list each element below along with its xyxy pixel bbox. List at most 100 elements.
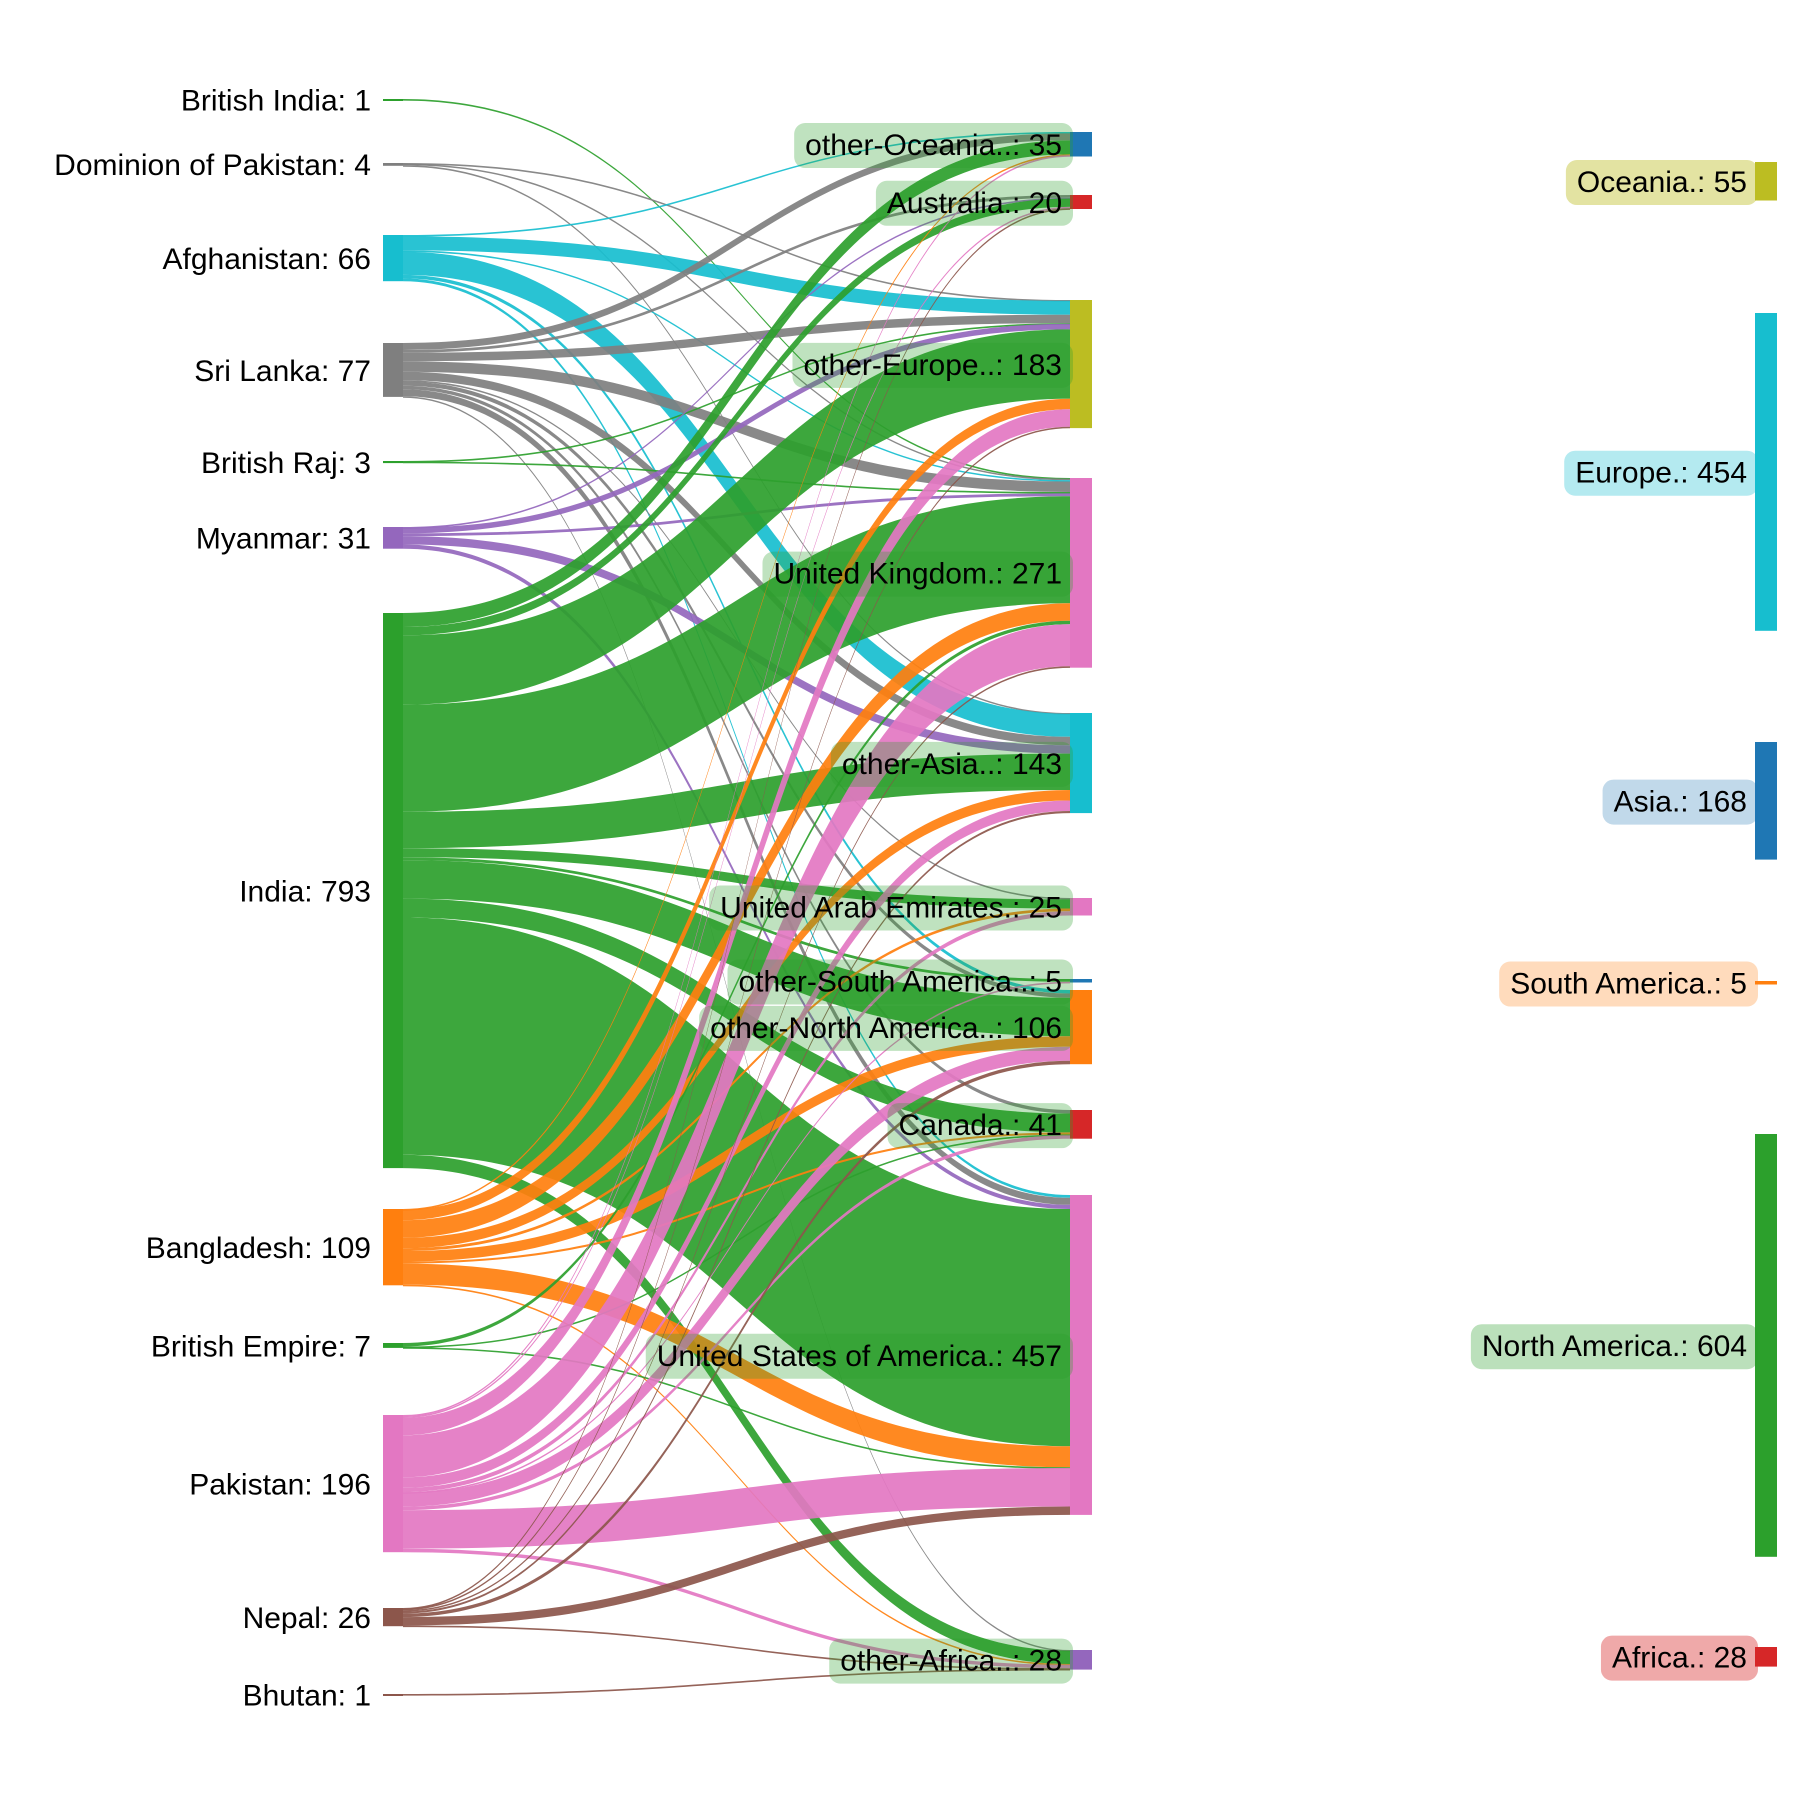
node-label-text-nepal: Nepal: 26 bbox=[243, 1602, 371, 1635]
link-pakistan-to-other-north-america[interactable] bbox=[403, 1046, 1070, 1507]
node-europe[interactable] bbox=[1755, 313, 1777, 631]
link-british-empire-to-canada[interactable] bbox=[403, 1134, 1070, 1349]
node-label-text-united-arab-emirates: United Arab Emirates.: 25 bbox=[720, 892, 1062, 925]
link-india-to-other-africa[interactable] bbox=[403, 1154, 1070, 1664]
link-bangladesh-to-other-oceania[interactable] bbox=[403, 154, 1070, 1211]
link-pakistan-to-other-oceania[interactable] bbox=[403, 155, 1070, 1417]
link-nepal-to-other-north-america[interactable] bbox=[403, 1060, 1070, 1618]
node-label-north-america: North America.: 604 bbox=[1470, 1324, 1758, 1370]
node-africa[interactable] bbox=[1755, 1647, 1777, 1667]
node-label-other-europe: other-Europe..: 183 bbox=[792, 342, 1073, 388]
link-nepal-to-other-asia[interactable] bbox=[403, 811, 1070, 1614]
node-other-south-america[interactable] bbox=[1070, 979, 1092, 983]
node-label-south-america: South America.: 5 bbox=[1499, 961, 1758, 1007]
node-other-north-america[interactable] bbox=[1070, 990, 1092, 1065]
node-label-bg-north-america bbox=[1470, 1324, 1758, 1370]
node-sri-lanka[interactable] bbox=[383, 343, 403, 397]
link-pakistan-to-canada[interactable] bbox=[403, 1135, 1070, 1511]
node-united-arab-emirates[interactable] bbox=[1070, 898, 1092, 916]
node-bhutan[interactable] bbox=[383, 1694, 403, 1696]
link-india-to-united-kingdom[interactable] bbox=[403, 496, 1070, 812]
link-british-empire-to-united-kingdom[interactable] bbox=[403, 620, 1070, 1347]
link-bhutan-to-other-africa[interactable] bbox=[403, 1668, 1070, 1696]
link-afghanistan-to-united-kingdom[interactable] bbox=[403, 250, 1070, 482]
link-pakistan-to-other-asia[interactable] bbox=[403, 800, 1070, 1488]
node-label-british-raj: British Raj: 3 bbox=[201, 447, 371, 480]
link-british-india-to-united-kingdom[interactable] bbox=[403, 99, 1070, 480]
node-label-bg-canada bbox=[887, 1103, 1073, 1149]
node-label-bg-south-america bbox=[1499, 961, 1758, 1007]
link-bangladesh-to-united-states-of-america[interactable] bbox=[403, 1263, 1070, 1468]
node-myanmar[interactable] bbox=[383, 527, 403, 549]
node-label-text-myanmar: Myanmar: 31 bbox=[196, 523, 371, 556]
node-label-text-united-states-of-america: United States of America.: 457 bbox=[657, 1340, 1062, 1373]
node-british-raj[interactable] bbox=[383, 461, 403, 464]
link-dominion-of-pakistan-to-united-kingdom[interactable] bbox=[403, 163, 1070, 481]
link-nepal-to-other-africa[interactable] bbox=[403, 1625, 1070, 1670]
node-label-text-north-america: North America.: 604 bbox=[1482, 1330, 1747, 1363]
node-label-bg-united-arab-emirates bbox=[709, 885, 1073, 931]
node-south-america[interactable] bbox=[1755, 981, 1777, 985]
node-nepal[interactable] bbox=[383, 1608, 403, 1627]
node-other-asia[interactable] bbox=[1070, 713, 1092, 814]
link-myanmar-to-australia[interactable] bbox=[403, 197, 1070, 529]
link-afghanistan-to-other-europe[interactable] bbox=[403, 236, 1070, 315]
link-dominion-of-pakistan-to-other-europe[interactable] bbox=[403, 163, 1070, 302]
node-label-text-british-india: British India: 1 bbox=[181, 85, 371, 118]
link-british-empire-to-united-states-of-america[interactable] bbox=[403, 1347, 1070, 1469]
link-nepal-to-other-europe[interactable] bbox=[403, 426, 1070, 1611]
node-australia[interactable] bbox=[1070, 195, 1092, 209]
node-united-kingdom[interactable] bbox=[1070, 478, 1092, 668]
link-pakistan-to-australia[interactable] bbox=[403, 206, 1070, 1418]
node-canada[interactable] bbox=[1070, 1110, 1092, 1139]
link-india-to-united-states-of-america[interactable] bbox=[403, 917, 1070, 1447]
node-british-empire[interactable] bbox=[383, 1343, 403, 1348]
node-other-africa[interactable] bbox=[1070, 1650, 1092, 1670]
link-pakistan-to-other-africa[interactable] bbox=[403, 1548, 1070, 1669]
link-pakistan-to-other-europe[interactable] bbox=[403, 409, 1070, 1436]
node-label-bg-europe bbox=[1564, 450, 1758, 496]
node-bangladesh[interactable] bbox=[383, 1209, 403, 1286]
link-myanmar-to-other-europe[interactable] bbox=[403, 323, 1070, 534]
node-oceania[interactable] bbox=[1755, 162, 1777, 201]
node-label-text-bangladesh: Bangladesh: 109 bbox=[146, 1232, 371, 1265]
node-united-states-of-america[interactable] bbox=[1070, 1195, 1092, 1515]
node-british-india[interactable] bbox=[383, 99, 403, 101]
node-other-europe[interactable] bbox=[1070, 300, 1092, 429]
link-bangladesh-to-other-europe[interactable] bbox=[403, 398, 1070, 1221]
link-india-to-other-oceania[interactable] bbox=[403, 140, 1070, 627]
link-british-raj-to-united-kingdom[interactable] bbox=[403, 461, 1070, 494]
link-india-to-united-arab-emirates[interactable] bbox=[403, 848, 1070, 909]
link-nepal-to-australia[interactable] bbox=[403, 208, 1070, 1610]
link-india-to-australia[interactable] bbox=[403, 198, 1070, 636]
link-india-to-other-asia[interactable] bbox=[403, 753, 1070, 849]
node-asia[interactable] bbox=[1755, 742, 1777, 860]
link-pakistan-to-other-south-america[interactable] bbox=[403, 981, 1070, 1494]
link-india-to-other-north-america[interactable] bbox=[403, 860, 1070, 1037]
node-north-america[interactable] bbox=[1755, 1134, 1777, 1557]
link-bangladesh-to-united-arab-emirates[interactable] bbox=[403, 908, 1070, 1252]
node-label-british-empire: British Empire: 7 bbox=[151, 1330, 371, 1363]
link-british-raj-to-other-europe[interactable] bbox=[403, 323, 1070, 463]
link-bangladesh-to-other-africa[interactable] bbox=[403, 1284, 1070, 1666]
node-other-oceania[interactable] bbox=[1070, 132, 1092, 157]
link-nepal-to-united-kingdom[interactable] bbox=[403, 666, 1070, 1612]
link-nepal-to-united-states-of-america[interactable] bbox=[403, 1506, 1070, 1626]
link-dominion-of-pakistan-to-other-asia[interactable] bbox=[403, 165, 1070, 715]
link-sri-lanka-to-australia[interactable] bbox=[403, 195, 1070, 353]
node-india[interactable] bbox=[383, 613, 403, 1169]
link-sri-lanka-to-other-europe[interactable] bbox=[403, 314, 1070, 362]
node-label-bg-other-europe bbox=[792, 342, 1073, 388]
link-sri-lanka-to-other-oceania[interactable] bbox=[403, 133, 1070, 350]
link-sri-lanka-to-other-asia[interactable] bbox=[403, 371, 1070, 746]
link-india-to-other-europe[interactable] bbox=[403, 329, 1070, 705]
node-pakistan[interactable] bbox=[383, 1415, 403, 1553]
link-bangladesh-to-canada[interactable] bbox=[403, 1132, 1070, 1264]
node-dominion-of-pakistan[interactable] bbox=[383, 163, 403, 166]
link-pakistan-to-united-arab-emirates[interactable] bbox=[403, 911, 1070, 1492]
link-afghanistan-to-united-states-of-america[interactable] bbox=[403, 278, 1070, 1198]
link-pakistan-to-united-kingdom[interactable] bbox=[403, 624, 1070, 1478]
link-afghanistan-to-other-oceania[interactable] bbox=[403, 132, 1070, 237]
node-afghanistan[interactable] bbox=[383, 235, 403, 282]
link-sri-lanka-to-canada[interactable] bbox=[403, 385, 1070, 1114]
